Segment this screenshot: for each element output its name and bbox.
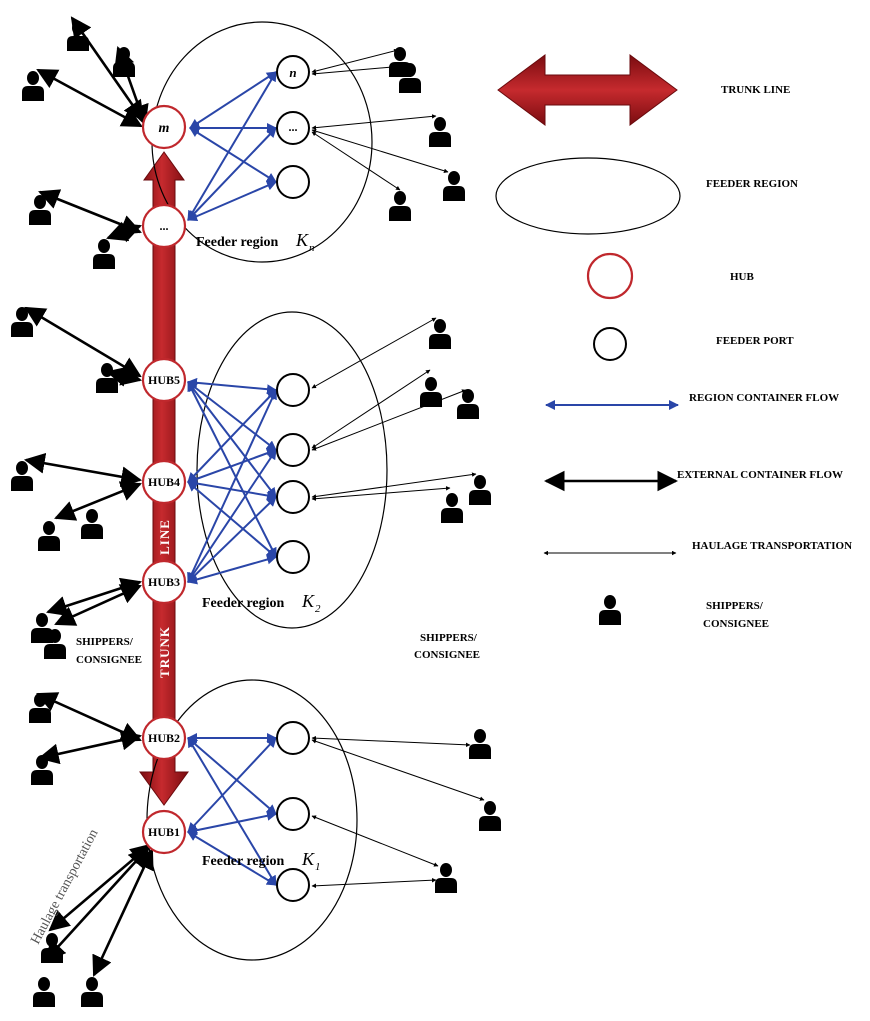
hub-m: m	[141, 104, 187, 150]
hub-5-label: HUB5	[148, 373, 180, 387]
legend-shippers: SHIPPERS/ CONSIGNEE	[599, 595, 769, 630]
region-label-k1: Feeder region K 1	[202, 849, 321, 873]
legend-haulage-label: HAULAGE TRANSPORTATION	[692, 540, 852, 552]
legend-external-flow: EXTERNAL CONTAINER FLOW	[543, 469, 843, 492]
legend-hub-label: HUB	[730, 271, 755, 283]
hub-3-label: HUB3	[148, 575, 180, 589]
shipper-icon	[420, 377, 442, 407]
region-subscript: 1	[315, 861, 321, 873]
region-label-k2: Feeder region K 2	[202, 591, 321, 615]
feeder-region-k2	[196, 311, 388, 629]
hub-2-label: HUB2	[148, 731, 180, 745]
shipper-icon	[11, 461, 33, 491]
hub-5: HUB5	[141, 357, 187, 403]
legend-hub: HUB	[586, 252, 755, 300]
shipper-icon	[429, 319, 451, 349]
shipper-icon	[599, 595, 621, 625]
shippers-label-middle: SHIPPERS/ CONSIGNEE	[414, 632, 480, 661]
shipper-icon	[457, 389, 479, 419]
shipper-icon	[389, 191, 411, 221]
legend-haulage: HAULAGE TRANSPORTATION	[543, 540, 852, 556]
shipper-icon	[441, 493, 463, 523]
region-subscript: n	[309, 242, 315, 254]
hub-4-label: HUB4	[148, 475, 180, 489]
legend-region-flow: REGION CONTAINER FLOW	[545, 392, 839, 410]
hub-dots-label: ...	[160, 219, 169, 233]
shipper-icon	[469, 729, 491, 759]
shipper-icon	[429, 117, 451, 147]
trunk-label-line: LINE	[157, 519, 172, 555]
hub-1-label: HUB1	[148, 825, 180, 839]
legend-feeder-port: FEEDER PORT	[593, 327, 794, 361]
hub-m-label: m	[159, 121, 170, 136]
port-dots-label: ...	[289, 120, 298, 134]
feeder-port	[276, 797, 310, 831]
hub-4: HUB4	[141, 459, 187, 505]
hub-1: HUB1	[141, 809, 187, 855]
shipper-icon	[93, 239, 115, 269]
hub-dots: ...	[141, 203, 187, 249]
region-container-flows	[187, 71, 277, 886]
region-k-symbol: K	[301, 849, 315, 869]
feeder-port	[276, 868, 310, 902]
legend-trunk-line: TRUNK LINE	[497, 54, 790, 126]
hub-2: HUB2	[141, 715, 187, 761]
shipper-icon	[443, 171, 465, 201]
feeder-port	[276, 480, 310, 514]
legend-feeder-region-label: FEEDER REGION	[706, 178, 798, 190]
legend-shippers-line2: CONSIGNEE	[703, 618, 769, 630]
shipper-icon	[31, 755, 53, 785]
port-n: n	[276, 55, 310, 89]
shipper-icon	[29, 195, 51, 225]
hub-3: HUB3	[141, 559, 187, 605]
haulage-flows	[311, 48, 485, 889]
feeder-port	[276, 540, 310, 574]
legend-feeder-port-label: FEEDER PORT	[716, 335, 794, 347]
shipper-icon	[435, 863, 457, 893]
legend-region-flow-label: REGION CONTAINER FLOW	[689, 392, 839, 404]
shipper-icon	[479, 801, 501, 831]
haulage-label: Haulage transportation	[28, 827, 101, 947]
legend: TRUNK LINE FEEDER REGION HUB FEEDER PORT…	[495, 54, 852, 630]
shipper-icon	[81, 509, 103, 539]
region-k-symbol: K	[295, 230, 309, 250]
region-label-text: Feeder region	[202, 854, 285, 869]
legend-external-flow-label: EXTERNAL CONTAINER FLOW	[677, 469, 843, 481]
region-label-text: Feeder region	[202, 596, 285, 611]
shipper-icon	[81, 977, 103, 1007]
port-n-label: n	[289, 65, 296, 80]
shipper-icon	[469, 475, 491, 505]
shippers-label-line1: SHIPPERS/	[420, 632, 478, 644]
region-label-kn: Feeder region K n	[196, 230, 315, 254]
legend-shippers-line1: SHIPPERS/	[706, 600, 764, 612]
legend-feeder-region: FEEDER REGION	[495, 157, 798, 235]
trunk-label-trunk: TRUNK	[157, 626, 172, 678]
shipper-icon	[96, 363, 118, 393]
feeder-port	[276, 373, 310, 407]
shippers-label-line2: CONSIGNEE	[414, 649, 480, 661]
region-subscript: 2	[315, 603, 321, 615]
shippers-label-line2: CONSIGNEE	[76, 654, 142, 666]
shipper-icon	[113, 47, 135, 77]
legend-trunk-line-label: TRUNK LINE	[721, 84, 790, 96]
shipper-icon	[33, 977, 55, 1007]
shipper-icon	[38, 521, 60, 551]
feeder-port	[276, 165, 310, 199]
shipper-icon	[22, 71, 44, 101]
region-k-symbol: K	[301, 591, 315, 611]
feeder-port	[276, 721, 310, 755]
port-dots: ...	[276, 111, 310, 145]
region-label-text: Feeder region	[196, 235, 279, 250]
feeder-port	[276, 433, 310, 467]
shippers-label-left: SHIPPERS/ CONSIGNEE	[76, 636, 142, 666]
external-container-flows	[23, 16, 154, 977]
shippers-label-line1: SHIPPERS/	[76, 636, 134, 648]
